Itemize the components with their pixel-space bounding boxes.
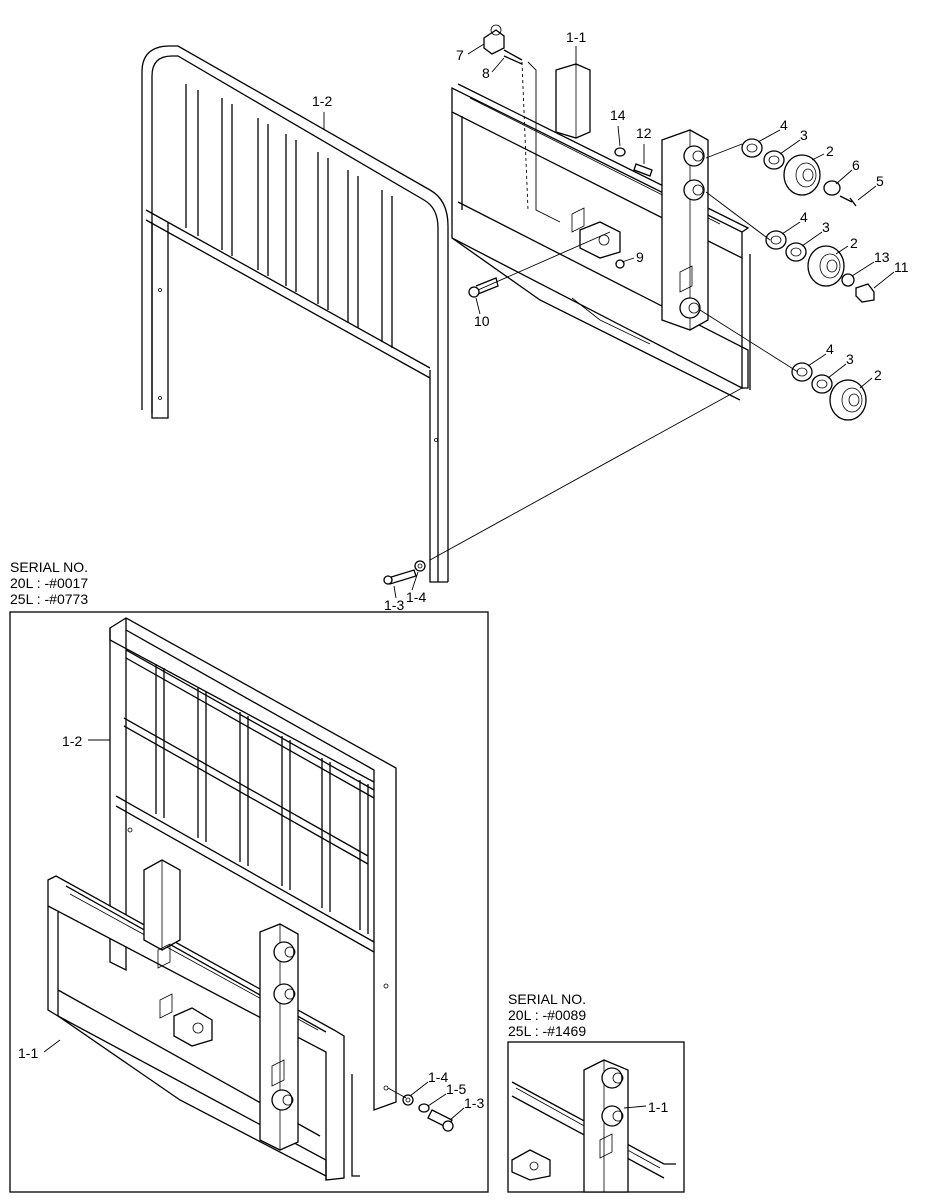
callout-3b: 3 [822,219,830,235]
callout-1-1-box: 1-1 [18,1045,38,1061]
callout-3c: 3 [846,351,854,367]
callout-6: 6 [852,157,860,173]
serial-heading-1: SERIAL NO. [10,559,88,575]
callout-8: 8 [482,65,490,81]
inset-box-2: 1-1 [507,1041,685,1193]
callout-1-2-top: 1-2 [312,93,332,109]
serial-line-25l-1: 25L : -#0773 [10,591,88,607]
roller-stack-a [741,138,857,207]
callout-1-4-box: 1-4 [428,1069,448,1085]
callout-2a: 2 [826,143,834,159]
carriage-top [451,24,751,401]
callout-4c: 4 [826,341,834,357]
callout-3a: 3 [800,127,808,143]
callout-4b: 4 [800,209,808,225]
callout-14: 14 [610,107,626,123]
serial-heading-2: SERIAL NO. [508,991,586,1007]
callout-13: 13 [874,249,890,265]
callout-7: 7 [456,47,464,63]
callout-10: 10 [474,313,490,329]
serial-block-2: SERIAL NO. 20L : -#0089 25L : -#1469 [508,991,586,1039]
serial-line-20l-1: 20L : -#0017 [10,575,88,591]
callout-1-3-top: 1-3 [384,597,404,613]
callout-2b: 2 [850,235,858,251]
callout-9: 9 [636,249,644,265]
callout-1-4-top: 1-4 [406,589,426,605]
callout-4a: 4 [780,117,788,133]
callout-1-2-box: 1-2 [62,733,82,749]
load-backrest-top [141,45,449,583]
roller-stack-c [791,362,867,421]
callouts-box-1: 1-2 1-1 1-4 1-5 1-3 [18,733,484,1121]
callout-1-5-box: 1-5 [446,1081,466,1097]
callout-1-1-top: 1-1 [566,29,586,45]
serial-line-25l-2: 25L : -#1469 [508,1023,586,1039]
callout-11: 11 [894,259,909,275]
callout-2c: 2 [874,367,882,383]
roller-stack-b [765,230,875,303]
callout-1-1-small: 1-1 [648,1099,668,1115]
assembly-lines-top [383,61,799,585]
callout-12: 12 [636,125,652,141]
inset-box-1 [9,611,489,1193]
callout-1-3-box: 1-3 [464,1095,484,1111]
callout-5: 5 [876,173,884,189]
serial-block-1: SERIAL NO. 20L : -#0017 25L : -#0773 [10,559,88,607]
callouts-top: 7 8 1-1 1-2 14 12 4 3 2 6 5 4 3 2 13 11 … [312,29,909,613]
serial-line-20l-2: 20L : -#0089 [508,1007,586,1023]
